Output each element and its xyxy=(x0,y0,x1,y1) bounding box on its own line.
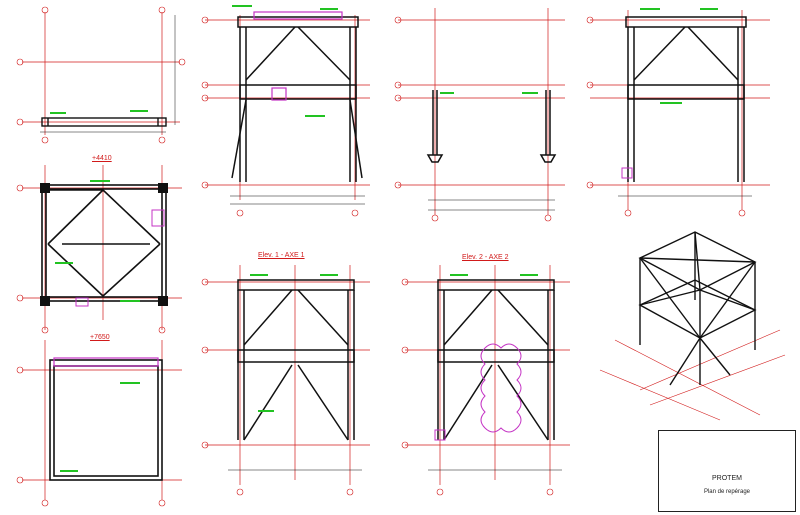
elevation-a-label: Elev. 1 - AXE 1 xyxy=(258,252,305,259)
title-block: PROTEM Plan de repérage xyxy=(658,430,796,512)
plan-view-7650 xyxy=(16,340,182,507)
elevation-view-top-3 xyxy=(586,8,770,217)
elevation-view-top-1 xyxy=(201,5,370,217)
elevation-view-top-2 xyxy=(394,8,565,222)
plan-4410-label: +4410 xyxy=(92,155,112,162)
plan-view-top xyxy=(16,6,186,144)
elevation-view-bottom-2 xyxy=(401,265,570,496)
title-block-company: PROTEM xyxy=(712,475,742,482)
isometric-view xyxy=(599,231,786,421)
plan-7650-label: +7650 xyxy=(90,334,110,341)
elevation-view-bottom-1 xyxy=(201,265,370,496)
elevation-b-label: Elev. 2 - AXE 2 xyxy=(462,254,509,261)
plan-view-4410 xyxy=(16,165,182,334)
title-block-title: Plan de repérage xyxy=(703,489,751,495)
